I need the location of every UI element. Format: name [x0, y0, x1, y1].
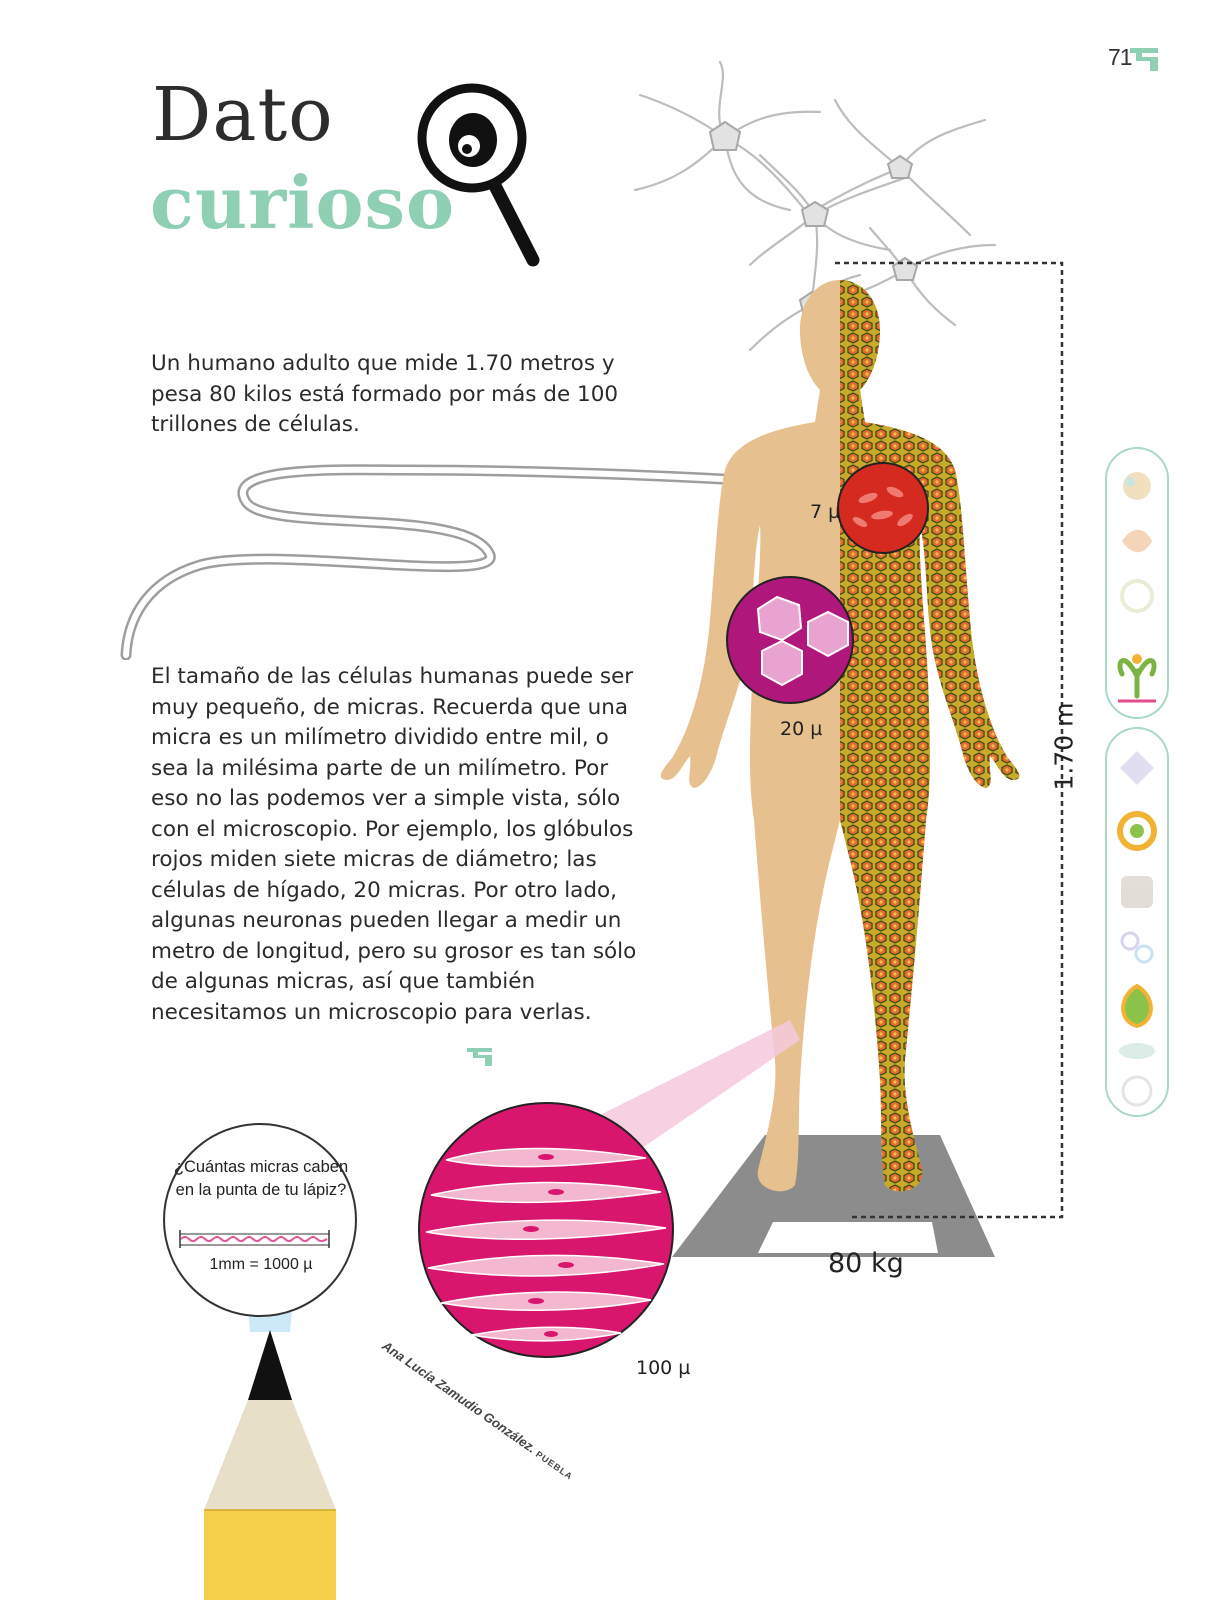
- height-label: 1.70 m: [1049, 702, 1079, 791]
- axon-ribbon: [120, 464, 826, 660]
- title-dato: Dato: [152, 72, 334, 158]
- cell-size-paragraph: El tamaño de las células humanas puede s…: [151, 664, 637, 1025]
- bubble-scale-text: 1mm = 1000 µ: [209, 1256, 313, 1273]
- pencil-question-bubble: [163, 1123, 357, 1317]
- credit-state: PUEBLA: [533, 1449, 575, 1482]
- magnifier-icon: [417, 83, 540, 267]
- human-figure: [660, 261, 1064, 1257]
- red-cell-label: 7 µ: [810, 501, 841, 523]
- title-curioso: curioso: [150, 160, 456, 245]
- liver-cell-label: 20 µ: [780, 718, 823, 740]
- sidebar-icons: [1105, 447, 1169, 1117]
- page-number: 71: [1108, 44, 1133, 70]
- micro-ruler-icon: [179, 1230, 330, 1248]
- muscle-cell-icon: [418, 1102, 674, 1358]
- muscle-cell-label: 100 µ: [636, 1357, 691, 1379]
- paragraph-end-icon: [467, 1048, 492, 1066]
- intro-paragraph: Un humano adulto que mide 1.70 metros y …: [151, 351, 619, 437]
- page-tab-icon: [1130, 48, 1158, 71]
- bubble-question: ¿Cuántas micras caben en la punta de tu …: [173, 1158, 349, 1199]
- pencil-icon: [204, 1310, 336, 1600]
- weight-label: 80 kg: [828, 1248, 904, 1279]
